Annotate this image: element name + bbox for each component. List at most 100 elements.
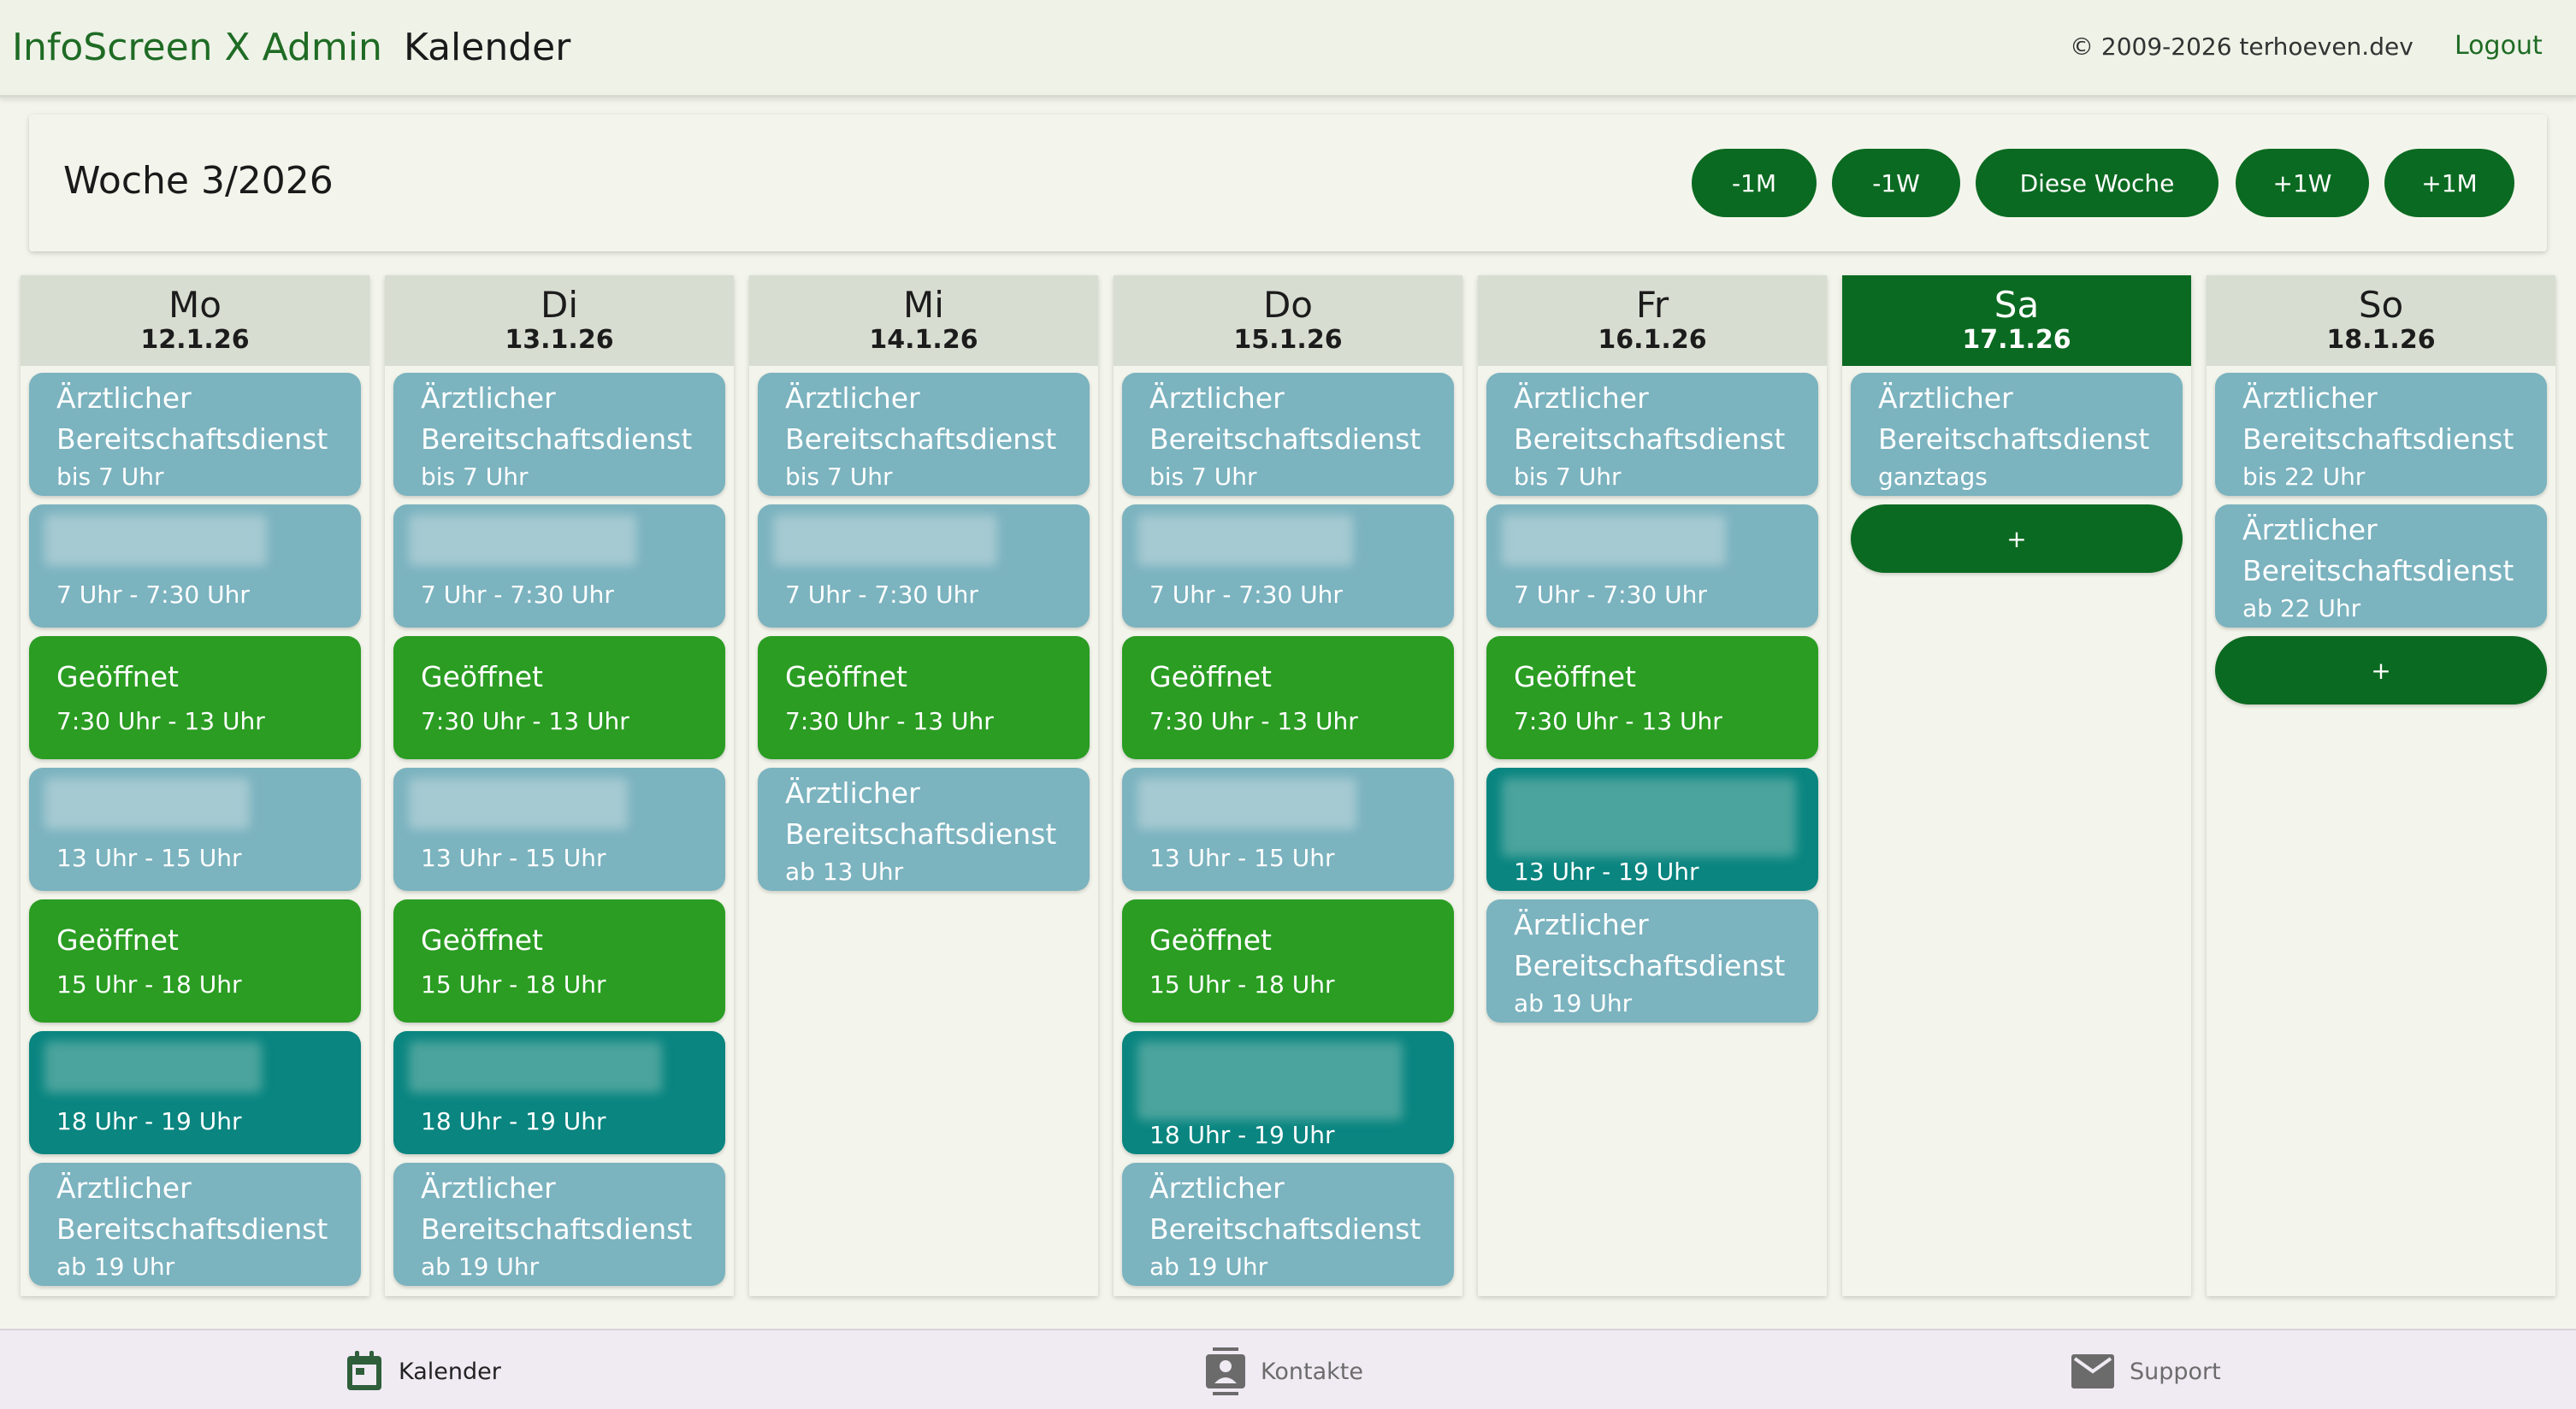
redacted-name [409, 1041, 662, 1093]
redacted-name [409, 515, 636, 566]
nav-item-support[interactable]: Support [2071, 1347, 2221, 1395]
event-time: 18 Uhr - 19 Uhr [1149, 1121, 1335, 1149]
event-title: Ärztlicher [56, 381, 192, 415]
day-name: Di [540, 284, 578, 326]
event-card[interactable]: 18 Uhr - 19 Uhr [29, 1031, 361, 1154]
event-card[interactable]: Ärztlicher Bereitschaftsdienst bis 22 Uh… [2215, 373, 2547, 496]
add-event-button[interactable]: + [1851, 504, 2183, 573]
day-header-today: Sa 17.1.26 [1842, 275, 2191, 366]
event-card[interactable]: 13 Uhr - 19 Uhr [1486, 768, 1818, 891]
event-card[interactable]: Geöffnet 7:30 Uhr - 13 Uhr [29, 636, 361, 759]
event-time: ab 13 Uhr [785, 858, 904, 886]
event-card[interactable]: Ärztlicher Bereitschaftsdienst ab 22 Uhr [2215, 504, 2547, 628]
event-card[interactable]: Ärztlicher Bereitschaftsdienst bis 7 Uhr [1486, 373, 1818, 496]
event-title: Bereitschaftsdienst [785, 817, 1057, 851]
minus-month-button[interactable]: -1M [1692, 149, 1817, 217]
event-time: 7:30 Uhr - 13 Uhr [56, 707, 265, 735]
event-card[interactable]: 7 Uhr - 7:30 Uhr [758, 504, 1090, 628]
day-column-di: Di 13.1.26 Ärztlicher Bereitschaftsdiens… [385, 275, 734, 1296]
event-time: bis 22 Uhr [2242, 463, 2366, 491]
event-card[interactable]: Geöffnet 7:30 Uhr - 13 Uhr [758, 636, 1090, 759]
event-title: Bereitschaftsdienst [1149, 1212, 1421, 1246]
event-title: Geöffnet [421, 923, 543, 957]
event-card[interactable]: Geöffnet 7:30 Uhr - 13 Uhr [1486, 636, 1818, 759]
redacted-name [773, 515, 997, 566]
nav-item-kontakte[interactable]: Kontakte [1206, 1347, 1363, 1395]
event-title: Bereitschaftsdienst [421, 422, 693, 456]
day-name: So [2358, 284, 2404, 326]
event-title: Geöffnet [421, 660, 543, 693]
event-time: 13 Uhr - 15 Uhr [421, 844, 606, 872]
event-card[interactable]: 13 Uhr - 15 Uhr [29, 768, 361, 891]
event-card[interactable]: Ärztlicher Bereitschaftsdienst bis 7 Uhr [758, 373, 1090, 496]
event-card[interactable]: Ärztlicher Bereitschaftsdienst bis 7 Uhr [29, 373, 361, 496]
add-event-button[interactable]: + [2215, 636, 2547, 704]
event-title: Ärztlicher [1149, 381, 1285, 415]
event-time: ab 19 Uhr [1514, 989, 1633, 1017]
event-card[interactable]: 13 Uhr - 15 Uhr [393, 768, 725, 891]
event-title: Ärztlicher [56, 1171, 192, 1205]
event-time: bis 7 Uhr [785, 463, 893, 491]
event-time: ab 19 Uhr [1149, 1253, 1268, 1281]
redacted-name [409, 778, 628, 829]
week-title: Woche 3/2026 [63, 159, 334, 203]
event-card[interactable]: Ärztlicher Bereitschaftsdienst ab 19 Uhr [393, 1163, 725, 1286]
event-title: Geöffnet [1149, 660, 1272, 693]
day-date: 14.1.26 [869, 325, 978, 355]
day-name: Sa [1994, 284, 2040, 326]
event-title: Bereitschaftsdienst [56, 422, 328, 456]
event-title: Ärztlicher [1514, 381, 1649, 415]
nav-item-kalender[interactable]: Kalender [346, 1347, 501, 1395]
event-card[interactable]: 18 Uhr - 19 Uhr [393, 1031, 725, 1154]
event-card[interactable]: Ärztlicher Bereitschaftsdienst bis 7 Uhr [393, 373, 725, 496]
event-card[interactable]: Ärztlicher Bereitschaftsdienst bis 7 Uhr [1122, 373, 1454, 496]
event-card[interactable]: 7 Uhr - 7:30 Uhr [393, 504, 725, 628]
event-title: Bereitschaftsdienst [1149, 422, 1421, 456]
event-card[interactable]: Ärztlicher Bereitschaftsdienst ab 19 Uhr [29, 1163, 361, 1286]
event-time: 15 Uhr - 18 Uhr [56, 970, 242, 999]
event-title: Ärztlicher [785, 381, 920, 415]
event-card[interactable]: 18 Uhr - 19 Uhr [1122, 1031, 1454, 1154]
event-card[interactable]: 7 Uhr - 7:30 Uhr [29, 504, 361, 628]
event-time: ab 19 Uhr [421, 1253, 540, 1281]
event-time: 7 Uhr - 7:30 Uhr [1514, 581, 1707, 609]
redacted-name [44, 778, 250, 829]
this-week-button[interactable]: Diese Woche [1976, 149, 2219, 217]
copyright-text: © 2009-2026 terhoeven.dev [2070, 32, 2414, 61]
event-time: 7:30 Uhr - 13 Uhr [785, 707, 994, 735]
event-card[interactable]: Geöffnet 15 Uhr - 18 Uhr [29, 899, 361, 1023]
event-title: Ärztlicher [1514, 908, 1649, 941]
event-card[interactable]: Ärztlicher Bereitschaftsdienst ab 19 Uhr [1486, 899, 1818, 1023]
day-header: Do 15.1.26 [1114, 275, 1462, 366]
day-column-sa: Sa 17.1.26 Ärztlicher Bereitschaftsdiens… [1842, 275, 2191, 1296]
event-time: bis 7 Uhr [56, 463, 164, 491]
event-time: bis 7 Uhr [1149, 463, 1257, 491]
logout-link[interactable]: Logout [2455, 31, 2543, 61]
event-card[interactable]: Geöffnet 15 Uhr - 18 Uhr [393, 899, 725, 1023]
redacted-name [44, 515, 267, 566]
event-card[interactable]: Ärztlicher Bereitschaftsdienst ganztags [1851, 373, 2183, 496]
event-title: Geöffnet [1514, 660, 1636, 693]
event-time: 7 Uhr - 7:30 Uhr [1149, 581, 1343, 609]
event-card[interactable]: Geöffnet 7:30 Uhr - 13 Uhr [1122, 636, 1454, 759]
event-time: 18 Uhr - 19 Uhr [421, 1107, 606, 1135]
day-header: Fr 16.1.26 [1478, 275, 1827, 366]
event-card[interactable]: Geöffnet 7:30 Uhr - 13 Uhr [393, 636, 725, 759]
event-card[interactable]: 13 Uhr - 15 Uhr [1122, 768, 1454, 891]
event-card[interactable]: Ärztlicher Bereitschaftsdienst ab 19 Uhr [1122, 1163, 1454, 1286]
minus-week-button[interactable]: -1W [1832, 149, 1960, 217]
app-brand: InfoScreen X Admin [12, 26, 382, 69]
redacted-name [1502, 515, 1726, 566]
day-header: Mo 12.1.26 [21, 275, 369, 366]
plus-week-button[interactable]: +1W [2236, 149, 2369, 217]
event-card[interactable]: 7 Uhr - 7:30 Uhr [1486, 504, 1818, 628]
event-card[interactable]: Geöffnet 15 Uhr - 18 Uhr [1122, 899, 1454, 1023]
event-title: Ärztlicher [2242, 513, 2378, 546]
event-time: 7:30 Uhr - 13 Uhr [421, 707, 629, 735]
event-time: ab 19 Uhr [56, 1253, 175, 1281]
plus-month-button[interactable]: +1M [2384, 149, 2514, 217]
event-time: 7 Uhr - 7:30 Uhr [421, 581, 614, 609]
event-card[interactable]: Ärztlicher Bereitschaftsdienst ab 13 Uhr [758, 768, 1090, 891]
event-card[interactable]: 7 Uhr - 7:30 Uhr [1122, 504, 1454, 628]
day-name: Mi [903, 284, 944, 326]
